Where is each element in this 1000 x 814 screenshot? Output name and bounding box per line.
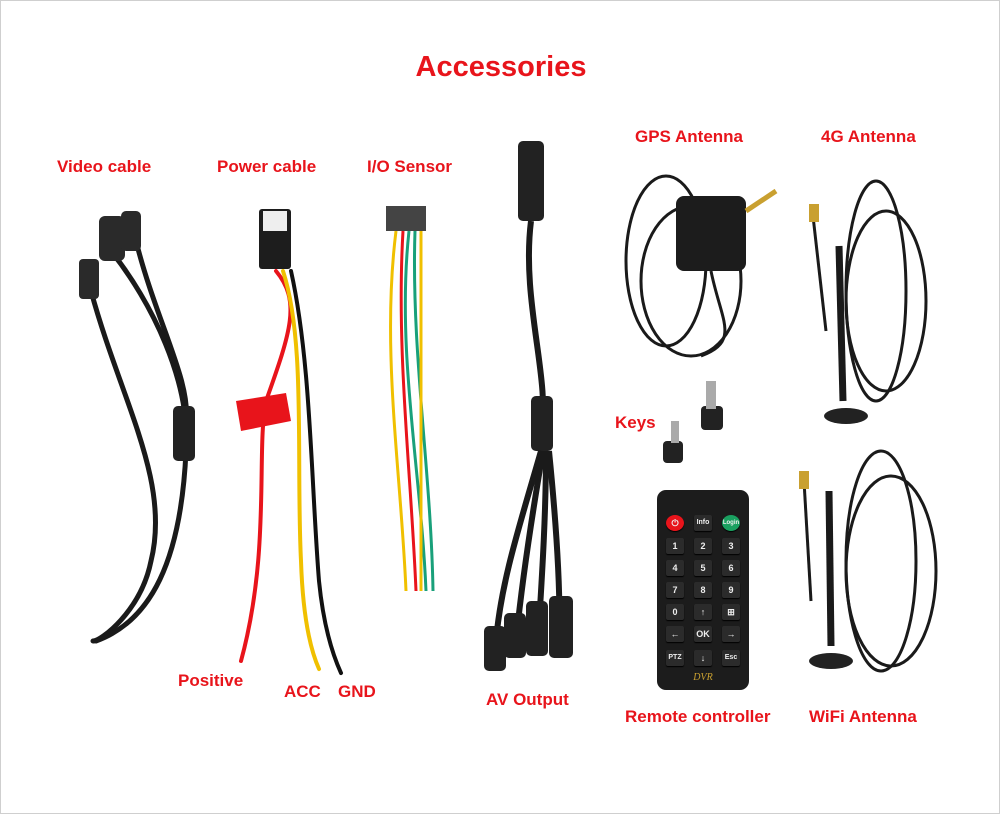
key-0[interactable]: 0 <box>666 604 684 620</box>
key-9[interactable]: 9 <box>722 582 740 598</box>
label-acc: ACC <box>284 682 321 701</box>
power-button[interactable]: ⏻ <box>666 515 684 531</box>
label-positive: Positive <box>178 671 244 690</box>
right-arrow-icon[interactable]: → <box>722 626 740 642</box>
up-arrow-icon[interactable]: ↑ <box>694 604 712 620</box>
label-remote-controller: Remote controller <box>625 707 771 726</box>
remote-controller: ⏻ Info Login 1 2 3 4 5 6 7 8 9 0 ↑ ⊞ ← O… <box>657 490 749 690</box>
gps-antenna <box>624 174 778 358</box>
label-gnd: GND <box>338 682 376 701</box>
key-7[interactable]: 7 <box>666 582 684 598</box>
ok-button[interactable]: OK <box>694 626 712 642</box>
page-title: Accessories <box>415 51 587 83</box>
info-button[interactable]: Info <box>694 515 712 531</box>
wifi-antenna <box>799 449 938 673</box>
label-video-cable: Video cable <box>57 157 152 176</box>
label-power-cable: Power cable <box>217 157 317 176</box>
login-button[interactable]: Login <box>722 515 740 531</box>
remote-brand: DVR <box>693 672 713 683</box>
video-cable <box>79 211 195 644</box>
av-output-cable <box>484 141 573 671</box>
key-4[interactable]: 4 <box>666 560 684 576</box>
label-wifi-antenna: WiFi Antenna <box>809 707 917 726</box>
label-io-sensor: I/O Sensor <box>367 157 453 176</box>
label-keys: Keys <box>615 413 656 432</box>
keys <box>663 381 723 463</box>
label-gps-antenna: GPS Antenna <box>635 127 743 146</box>
label-4g-antenna: 4G Antenna <box>821 127 916 146</box>
key-5[interactable]: 5 <box>694 560 712 576</box>
down-arrow-icon[interactable]: ↓ <box>694 650 712 666</box>
left-arrow-icon[interactable]: ← <box>666 626 684 642</box>
4g-antenna <box>809 179 928 424</box>
io-sensor-cable <box>386 206 435 592</box>
key-8[interactable]: 8 <box>694 582 712 598</box>
ptz-button[interactable]: PTZ <box>666 650 684 666</box>
esc-button[interactable]: Esc <box>722 650 740 666</box>
key-3[interactable]: 3 <box>722 538 740 554</box>
key-2[interactable]: 2 <box>694 538 712 554</box>
power-cable <box>236 209 343 675</box>
grid-icon[interactable]: ⊞ <box>722 604 740 620</box>
label-av-output: AV Output <box>486 690 569 709</box>
key-6[interactable]: 6 <box>722 560 740 576</box>
key-1[interactable]: 1 <box>666 538 684 554</box>
